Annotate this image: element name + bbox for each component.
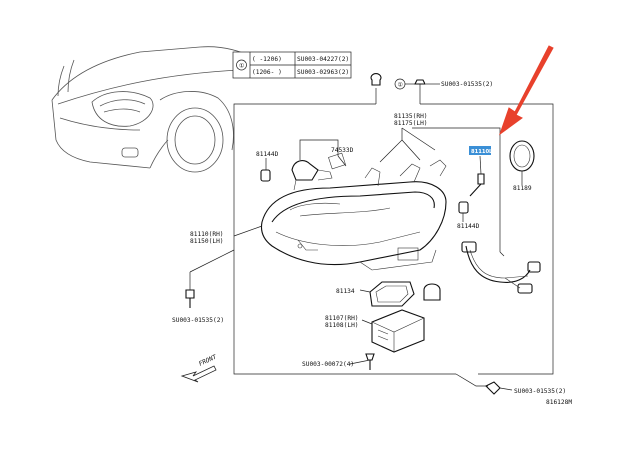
wire-harness (461, 132, 541, 294)
label-81144d-top: 81144D (256, 151, 279, 158)
label-81108-lh: 81108(LH) (325, 322, 359, 329)
label-81189: 81189 (513, 185, 532, 192)
assembly-frame (233, 103, 554, 387)
bottom-screw (365, 353, 375, 370)
top-circle-symbol: ① (398, 82, 403, 89)
red-pointer-arrow (499, 45, 554, 136)
left-bolt (185, 249, 235, 308)
label-bottom-bolt: SU003-00072(4) (302, 361, 354, 368)
label-81150-lh: 81150(LH) (190, 238, 224, 245)
label-81144d-mid: 81144D (457, 223, 480, 230)
label-top-bolt: SU003-01535(2) (441, 81, 493, 88)
label-left-bolt: SU003-01535(2) (172, 317, 224, 324)
adjuster-screw (469, 173, 485, 197)
front-label: FRONT (198, 353, 219, 368)
leader-lines (233, 127, 523, 365)
label-81175-lh: 81175(LH) (394, 120, 428, 127)
highlight-box (469, 146, 491, 155)
label-81134: 81134 (336, 288, 355, 295)
label-right-bolt: SU003-01535(2) (514, 388, 566, 395)
label-81107-rh: 81107(RH) (325, 315, 359, 322)
legend-range-1: ( -1206) (252, 56, 282, 63)
bulb-socket (291, 152, 346, 191)
label-highlighted-part: 81110L (471, 149, 493, 155)
label-81135-rh: 81135(RH) (394, 113, 428, 120)
legend-table: ① ( -1206) SU003-04227(2) (1206- ) SU003… (232, 51, 352, 79)
label-81110-rh: 81110(RH) (190, 231, 224, 238)
legend-part-1: SU003-04227(2) (297, 56, 349, 63)
car-front-sketch (51, 46, 263, 173)
part-labels: 81144D 74533D 81135(RH) 81175(LH) 81110L… (172, 113, 572, 406)
legend-range-2: (1206- ) (252, 69, 282, 76)
headlamp-assembly (260, 159, 447, 271)
diagram-code: 816128M (546, 399, 572, 406)
front-direction-arrow: FRONT (180, 353, 219, 383)
headlamp-cover-81189 (509, 140, 535, 172)
legend-part-2: SU003-02963(2) (297, 69, 349, 76)
ballast-module (371, 309, 425, 353)
grommets (260, 169, 469, 214)
gasket-81134 (369, 281, 441, 307)
right-bolt (485, 381, 513, 395)
legend-symbol: ① (239, 63, 244, 70)
label-74533d: 74533D (331, 147, 354, 154)
top-bolts: ① SU003-01535(2) (370, 73, 493, 104)
